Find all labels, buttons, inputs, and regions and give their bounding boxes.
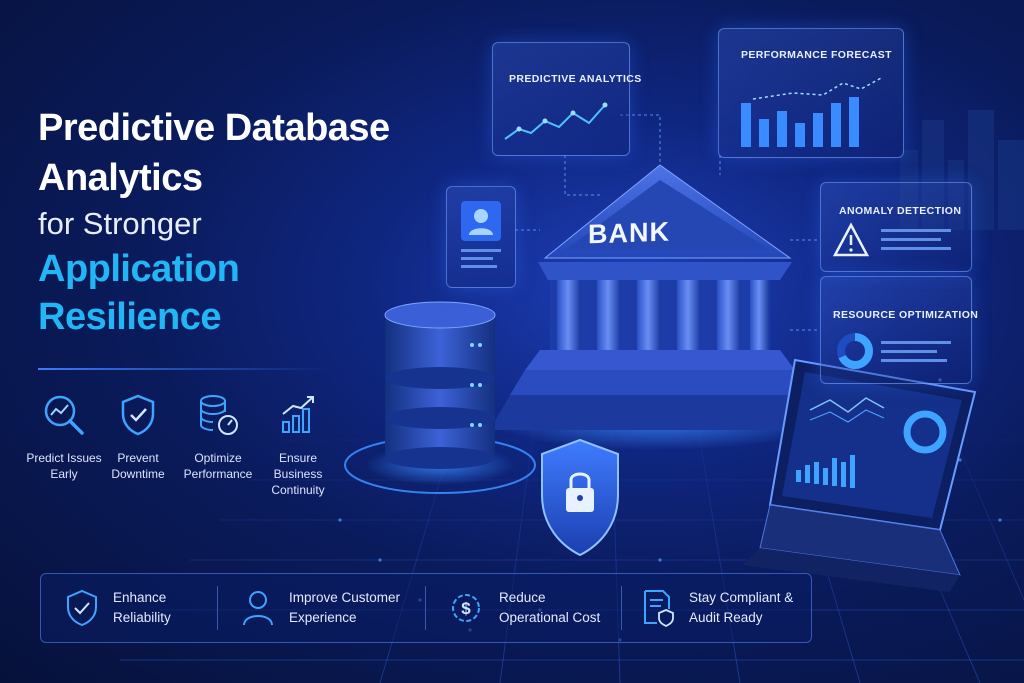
feature-label: Ensure Business Continuity (271, 451, 325, 497)
benefit-customer-experience: Improve Customer Experience (241, 574, 414, 642)
bank-label: BANK (588, 216, 670, 250)
laptop-dashboard (742, 358, 977, 592)
panel-performance-forecast: PERFORMANCE FORECAST (718, 28, 904, 158)
document-shield-icon (644, 590, 674, 627)
database-gauge-icon (200, 395, 238, 435)
headline-line-2: Analytics (38, 157, 203, 199)
bank-building (490, 164, 830, 450)
donut-chart-icon (837, 333, 951, 369)
line-chart-icon (504, 102, 608, 140)
panel-title: PERFORMANCE FORECAST (741, 49, 892, 61)
panel-title: RESOURCE OPTIMIZATION (833, 309, 979, 321)
bar-growth-icon (282, 396, 314, 433)
panel-anomaly-detection: ANOMALY DETECTION (820, 182, 972, 272)
benefit-label: Improve Customer Experience (289, 590, 401, 625)
headline-line-5: Resilience (38, 296, 221, 338)
separator (217, 586, 218, 630)
user-icon (243, 591, 273, 626)
panel-predictive-analytics: PREDICTIVE ANALYTICS (492, 42, 641, 156)
feature-label: Optimize Performance (183, 451, 253, 481)
bar-forecast-icon (741, 76, 884, 147)
benefit-compliance: Stay Compliant & Audit Ready (641, 574, 809, 642)
feature-continuity: Ensure Business Continuity (260, 392, 336, 498)
shield-lock-icon (541, 438, 619, 557)
separator (621, 586, 622, 630)
magnifier-chart-icon (44, 395, 84, 435)
benefit-label: Enhance Reliability (113, 590, 171, 625)
headline-line-3: for Stronger (38, 206, 202, 241)
panel-title: PREDICTIVE ANALYTICS (509, 73, 642, 85)
user-card-icon (461, 201, 501, 268)
feature-predict: Predict Issues Early (26, 392, 102, 482)
shield-check-icon (67, 589, 97, 627)
benefit-operational-cost: $ Reduce Operational Cost (447, 574, 614, 642)
feature-label: Prevent Downtime (111, 451, 165, 481)
dollar-gear-icon: $ (452, 594, 480, 622)
headline-line-1: Predictive Database (38, 107, 390, 149)
database-server-icon (344, 301, 536, 494)
separator (425, 586, 426, 630)
panel-title: ANOMALY DETECTION (839, 205, 962, 217)
benefits-bar: Enhance Reliability Improve Customer Exp… (40, 573, 812, 643)
svg-text:$: $ (461, 599, 471, 618)
feature-downtime: Prevent Downtime (100, 392, 176, 482)
divider (38, 368, 328, 370)
warning-icon (833, 222, 951, 257)
shield-check-icon (121, 394, 155, 436)
benefit-label: Stay Compliant & Audit Ready (689, 590, 794, 625)
panel-user-profile (446, 186, 516, 288)
headline: Predictive Database Analytics for Strong… (38, 103, 390, 341)
feature-label: Predict Issues Early (26, 451, 102, 481)
feature-optimize: Optimize Performance (180, 392, 256, 482)
panel-resource-optimization: RESOURCE OPTIMIZATION (820, 276, 978, 384)
benefit-label: Reduce Operational Cost (499, 590, 601, 625)
benefit-reliability: Enhance Reliability (65, 574, 193, 642)
headline-line-4: Application (38, 248, 240, 290)
